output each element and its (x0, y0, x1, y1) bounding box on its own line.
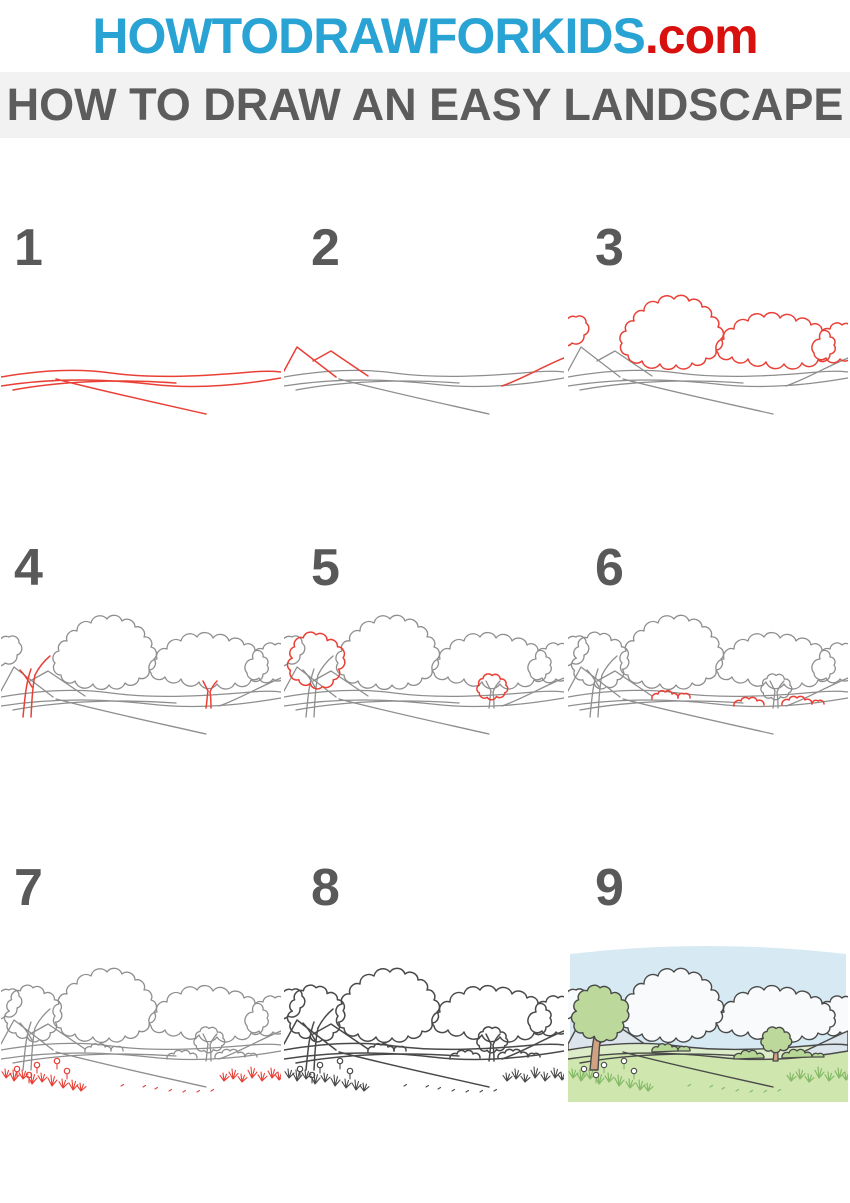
tutorial-step-9: 9 (567, 850, 850, 1203)
tutorial-step-4: 4 (0, 530, 283, 850)
site-logo[interactable]: HOWTODRAWFORKIDS.com (92, 7, 759, 65)
site-header: HOWTODRAWFORKIDS.com (0, 0, 850, 72)
step-number: 2 (311, 219, 340, 277)
tutorial-step-1: 1 (0, 210, 283, 530)
step-drawing-4 (1, 614, 281, 735)
step-drawing-5 (284, 614, 564, 735)
step-number: 8 (311, 859, 340, 917)
step-number: 7 (14, 859, 43, 917)
step-drawing-3 (568, 294, 848, 415)
step-number: 5 (311, 539, 340, 597)
step-drawing-1 (1, 369, 281, 415)
tutorial-step-8: 8 (283, 850, 567, 1203)
title-banner: HOW TO DRAW AN EASY LANDSCAPE (0, 72, 850, 138)
step-number: 4 (14, 539, 43, 597)
step-drawing-8 (284, 967, 564, 1093)
tutorial-step-2: 2 (283, 210, 567, 530)
step-drawing-6 (568, 614, 848, 735)
step-drawing-2 (284, 346, 564, 415)
step-number: 9 (595, 859, 624, 917)
step-number: 6 (595, 539, 624, 597)
step-number: 3 (595, 219, 624, 277)
site-logo-name: HOWTODRAWFORKIDS (92, 8, 645, 64)
step-number: 1 (14, 219, 43, 277)
tutorial-step-6: 6 (567, 530, 850, 850)
tutorial-step-3: 3 (567, 210, 850, 530)
steps-grid: 1 2 3 4 5 6 7 8 9 (0, 210, 850, 1203)
tutorial-step-7: 7 (0, 850, 283, 1203)
site-logo-tld: .com (644, 8, 759, 64)
tutorial-step-5: 5 (283, 530, 567, 850)
step-drawing-9 (568, 946, 848, 1102)
step-drawing-7 (1, 967, 281, 1093)
page-title: HOW TO DRAW AN EASY LANDSCAPE (6, 79, 844, 130)
